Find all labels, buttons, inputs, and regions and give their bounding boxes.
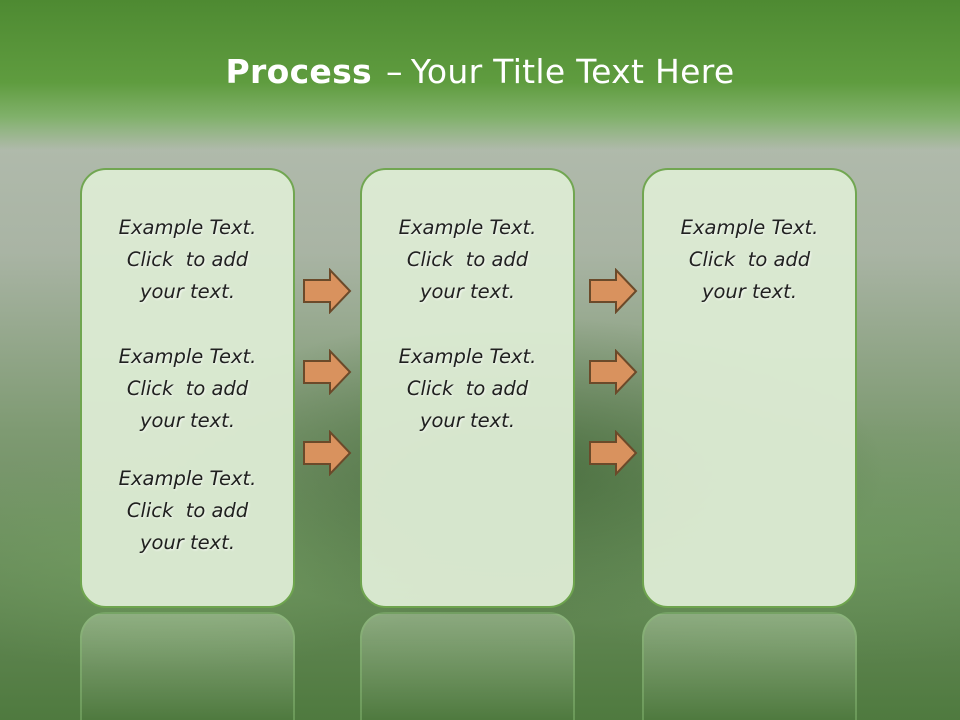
text-line: Click to add xyxy=(126,499,249,522)
box-reflection xyxy=(642,612,857,720)
text-placeholder[interactable]: Example Text. Click to add your text. xyxy=(82,341,293,437)
process-box-1[interactable]: Example Text. Click to add your text. Ex… xyxy=(80,168,295,608)
text-line: Example Text. xyxy=(118,345,257,368)
text-placeholder[interactable]: Example Text. Click to add your text. xyxy=(362,341,573,437)
text-line: Click to add xyxy=(688,248,811,271)
text-placeholder[interactable]: Example Text. Click to add your text. xyxy=(82,212,293,308)
text-line: your text. xyxy=(419,409,516,432)
text-placeholder[interactable]: Example Text. Click to add your text. xyxy=(82,463,293,559)
arrow-right-icon xyxy=(589,268,638,314)
text-line: Example Text. xyxy=(680,216,819,239)
process-box-3[interactable]: Example Text. Click to add your text. xyxy=(642,168,857,608)
text-line: Click to add xyxy=(406,377,529,400)
text-line: Click to add xyxy=(406,248,529,271)
title-separator: – xyxy=(386,52,403,91)
text-line: your text. xyxy=(139,531,236,554)
text-line: your text. xyxy=(701,280,798,303)
box-reflection xyxy=(360,612,575,720)
title-text-part: Your Title Text Here xyxy=(410,52,735,91)
text-line: Example Text. xyxy=(398,216,537,239)
slide-title[interactable]: Process–Your Title Text Here xyxy=(0,52,960,91)
text-line: Click to add xyxy=(126,377,249,400)
arrow-right-icon xyxy=(303,430,352,476)
text-line: your text. xyxy=(139,280,236,303)
text-line: Example Text. xyxy=(118,216,257,239)
text-line: Example Text. xyxy=(118,467,257,490)
title-bold-part: Process xyxy=(225,52,372,91)
arrow-right-icon xyxy=(589,349,638,395)
title-bar xyxy=(0,0,960,150)
text-placeholder[interactable]: Example Text. Click to add your text. xyxy=(362,212,573,308)
arrow-right-icon xyxy=(303,349,352,395)
text-line: Example Text. xyxy=(398,345,537,368)
text-placeholder[interactable]: Example Text. Click to add your text. xyxy=(644,212,855,308)
arrow-right-icon xyxy=(589,430,638,476)
process-box-2[interactable]: Example Text. Click to add your text. Ex… xyxy=(360,168,575,608)
text-line: Click to add xyxy=(126,248,249,271)
box-reflection xyxy=(80,612,295,720)
text-line: your text. xyxy=(139,409,236,432)
arrow-right-icon xyxy=(303,268,352,314)
text-line: your text. xyxy=(419,280,516,303)
